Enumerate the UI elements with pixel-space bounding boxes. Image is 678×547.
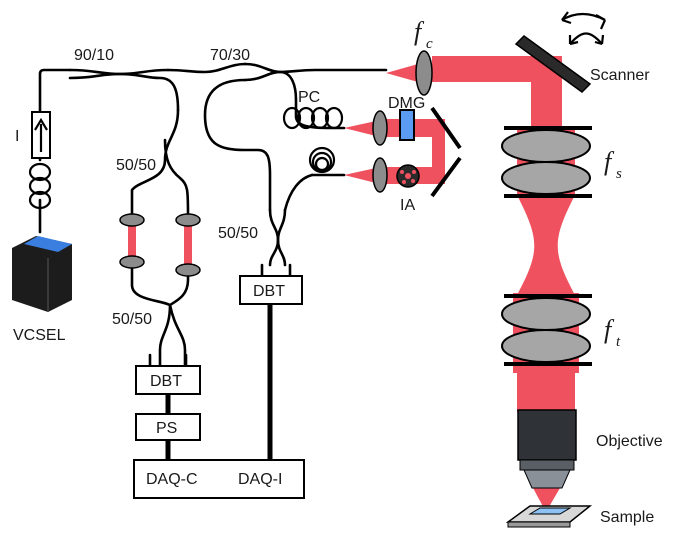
collimator-lens-fc <box>415 50 433 96</box>
ft-label-sub: t <box>616 334 621 350</box>
beam-ref-lower-cone <box>344 168 376 183</box>
coupler-50-50-top-b <box>163 138 190 217</box>
scan-lens-fs <box>501 126 592 198</box>
tube-lens-ft <box>501 294 592 366</box>
isolator-label: I <box>15 128 19 145</box>
fc-label-sub: c <box>426 36 433 52</box>
objective-body <box>517 409 577 461</box>
sample-label: Sample <box>600 509 654 526</box>
scanner-rotation-icon <box>561 11 607 46</box>
objective-label: Objective <box>596 433 663 450</box>
daq-c-label: DAQ-C <box>146 471 198 488</box>
daq-box <box>133 459 305 499</box>
iris-aperture-icon <box>396 164 420 188</box>
mzi-arm-left-lower <box>130 263 172 307</box>
dbt-right-label: DBT <box>253 283 285 300</box>
fiber-isolator-link <box>38 68 72 162</box>
dbt-left: DBT <box>135 353 201 395</box>
dmg-label: DMG <box>388 95 425 112</box>
isolator-arrow-icon <box>34 117 48 152</box>
mzi-arm-right-lower <box>168 263 190 307</box>
coupler-90-10-label: 90/10 <box>74 47 114 64</box>
ia-label: IA <box>400 197 415 214</box>
scanner-label: Scanner <box>590 67 650 84</box>
coupler-50-50-top-label: 50/50 <box>116 157 156 174</box>
fs-label-sub: s <box>616 166 622 182</box>
dbt-right: DBT <box>239 263 303 305</box>
isolator <box>31 111 51 159</box>
coupler-50-50-right-label: 50/50 <box>218 225 258 242</box>
coupler-50-50-right <box>268 208 280 267</box>
circulator-coil <box>308 146 336 174</box>
electrical-cables <box>165 305 273 460</box>
vcsel-label: VCSEL <box>13 327 66 344</box>
fiber-sample-return <box>203 78 272 212</box>
ps-box <box>135 413 201 441</box>
dbt-left-label: DBT <box>150 373 182 390</box>
mzi-lens-right-bottom <box>175 263 201 277</box>
fiber-90-to-70-30 <box>166 62 247 74</box>
dbt-left-box <box>135 365 201 395</box>
ft-label: f <box>604 315 615 344</box>
mzi-lenses <box>119 213 201 277</box>
sample-specimen <box>528 507 572 515</box>
beam-objective-focus <box>533 488 560 512</box>
coupler-70-30-top <box>243 62 388 74</box>
ref-lens-upper <box>372 110 388 146</box>
dmg-glass <box>399 109 415 141</box>
fiber-circ-down <box>283 173 314 212</box>
objective-tip <box>523 469 571 489</box>
coupler-90-10-bottom <box>68 72 180 112</box>
mzi-right-beam <box>184 222 192 270</box>
coupler-70-30-bottom <box>243 70 346 130</box>
ref-mirror-upper <box>430 106 462 150</box>
pc-label: PC <box>298 89 320 106</box>
beam-ref-upper-cone <box>344 121 376 136</box>
mzi-left-beam <box>128 222 136 260</box>
vcsel-window <box>24 236 72 252</box>
mzi-lens-right-top <box>175 213 201 227</box>
fs-label: f <box>604 147 615 176</box>
ps-label: PS <box>156 420 177 437</box>
sample-base-edge <box>507 521 571 528</box>
coupler-70-30-label: 70/30 <box>210 47 250 64</box>
beam-ft-to-objective <box>517 370 575 412</box>
mzi-lens-left-top <box>119 213 145 227</box>
coupler-50-50-top-a <box>130 108 180 217</box>
coupler-50-50-bottom-b <box>168 303 187 367</box>
fiber-coil-source <box>28 162 52 210</box>
beam-collimator-cone <box>386 64 418 82</box>
coupler-50-50-right-b <box>276 208 287 267</box>
ref-lens-lower <box>372 157 388 193</box>
sample-slide <box>505 505 593 528</box>
vcsel-source <box>12 236 72 312</box>
fc-label: f <box>414 17 425 46</box>
fiber-network <box>38 62 388 367</box>
ref-mirror-lower <box>430 156 462 198</box>
dbt-left-fiber-ends <box>148 353 188 368</box>
coupler-50-50-bottom <box>158 303 172 367</box>
dbt-right-box <box>239 275 303 305</box>
polarization-controller <box>282 106 344 130</box>
beam-fs-to-ft <box>517 195 575 295</box>
scanner-mirror <box>514 35 592 93</box>
objective-lens <box>517 409 577 489</box>
beam-scanner-to-fs <box>531 70 562 130</box>
daq-i-label: DAQ-I <box>238 471 282 488</box>
dbt-right-fiber-ends <box>260 263 292 278</box>
vcsel-body-side <box>12 236 72 312</box>
objective-ring <box>519 459 575 471</box>
coupler-50-50-bottom-label: 50/50 <box>112 311 152 328</box>
scanner-mirror-body <box>514 35 592 93</box>
beam-ref-fold <box>432 119 445 184</box>
mzi-lens-left-bottom <box>119 255 145 269</box>
